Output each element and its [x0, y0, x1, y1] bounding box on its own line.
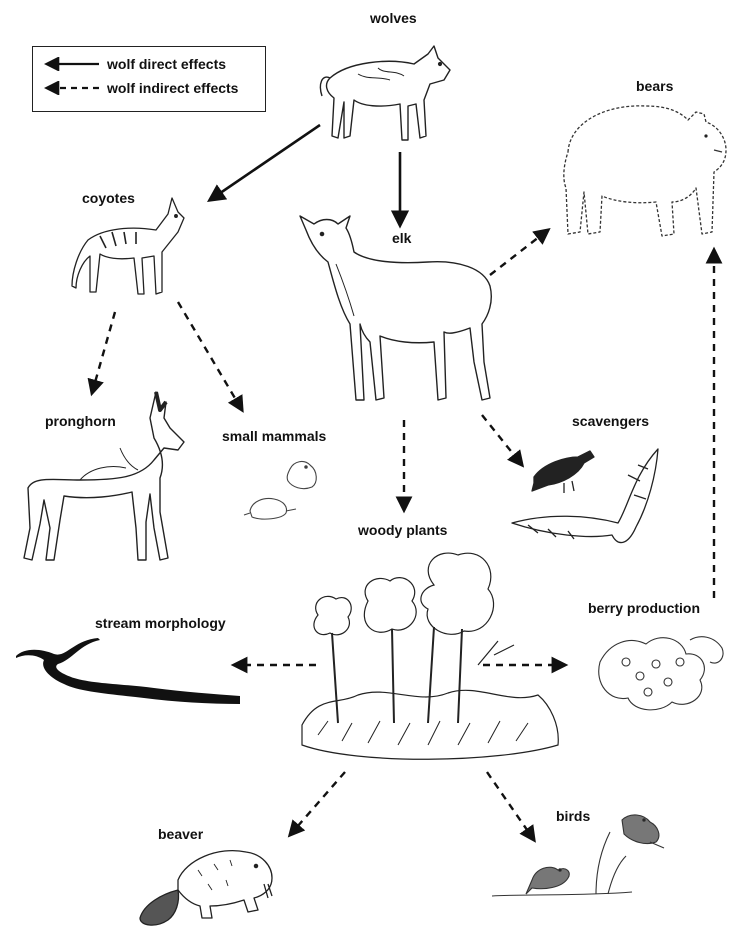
bear-illustration — [556, 92, 733, 242]
pronghorn-illustration — [20, 388, 190, 568]
label-woody-plants: woody plants — [358, 522, 447, 538]
label-small-mammals: small mammals — [222, 428, 326, 444]
label-scavengers: scavengers — [572, 413, 649, 429]
legend-indirect: wolf indirect effects — [41, 79, 261, 99]
solid-arrow-icon — [41, 57, 103, 71]
beaver-illustration — [138, 840, 288, 930]
woody-plants-illustration — [298, 545, 563, 767]
label-wolves: wolves — [370, 10, 417, 26]
birds-illustration — [492, 808, 682, 908]
stream-illustration — [14, 634, 244, 706]
arrow-wolves-coyotes — [210, 125, 320, 200]
arrow-woody-beaver — [290, 772, 345, 835]
scavengers-illustration — [508, 435, 668, 560]
arrow-coyotes-pronghorn — [92, 312, 115, 393]
berry-illustration — [590, 622, 730, 717]
legend-indirect-label: wolf indirect effects — [107, 80, 238, 96]
label-stream-morphology: stream morphology — [95, 615, 226, 631]
dashed-arrow-icon — [41, 81, 103, 95]
elk-illustration — [298, 212, 503, 412]
small-mammals-illustration — [242, 455, 327, 525]
legend-direct: wolf direct effects — [41, 55, 261, 75]
legend: wolf direct effects wolf indirect effect… — [32, 46, 266, 112]
legend-direct-label: wolf direct effects — [107, 56, 226, 72]
label-berry-production: berry production — [588, 600, 700, 616]
coyote-illustration — [70, 192, 190, 302]
wolf-illustration — [318, 40, 458, 155]
